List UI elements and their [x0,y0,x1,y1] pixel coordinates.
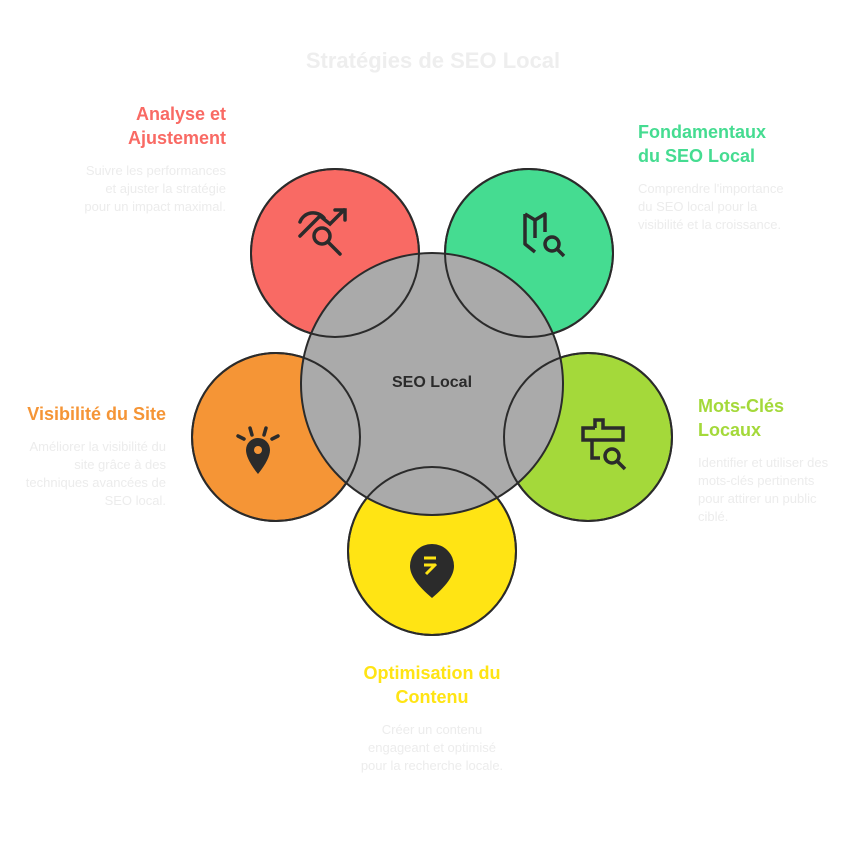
item-mots-cles: Mots-Clés Locaux Identifier et utiliser … [698,394,833,526]
diagram-title: Stratégies de SEO Local [305,48,561,73]
item-fondamentaux: Fondamentaux du SEO Local Comprendre l'i… [638,120,788,234]
item-desc: Créer un contenu engageant et optimisé p… [360,722,504,773]
item-desc: Comprendre l'importance du SEO local pou… [638,181,784,232]
item-title: Optimisation du Contenu [363,663,501,707]
item-desc: Suivre les performances et ajuster la st… [84,163,226,214]
item-title: Analyse et Ajustement [127,104,226,148]
item-optimisation: Optimisation du Contenu Créer un contenu… [357,661,507,775]
item-title: Visibilité du Site [27,404,166,424]
item-visibilite: Visibilité du Site Améliorer la visibili… [16,402,166,510]
center-circle [300,252,564,516]
map-search-icon [523,212,566,258]
item-analyse: Analyse et Ajustement Suivre les perform… [76,102,226,216]
center-label: SEO Local [391,374,473,391]
location-light-icon [236,426,280,474]
keyword-search-icon [581,418,627,471]
overlap-outlines [191,168,673,636]
item-desc: Améliorer la visibilité du site grâce à … [25,439,166,508]
chart-search-icon [298,208,347,256]
item-title: Fondamentaux du SEO Local [638,122,767,166]
item-desc: Identifier et utiliser des mots-clés per… [698,455,829,524]
item-title: Mots-Clés Locaux [698,396,785,440]
content-pin-icon [410,544,454,598]
